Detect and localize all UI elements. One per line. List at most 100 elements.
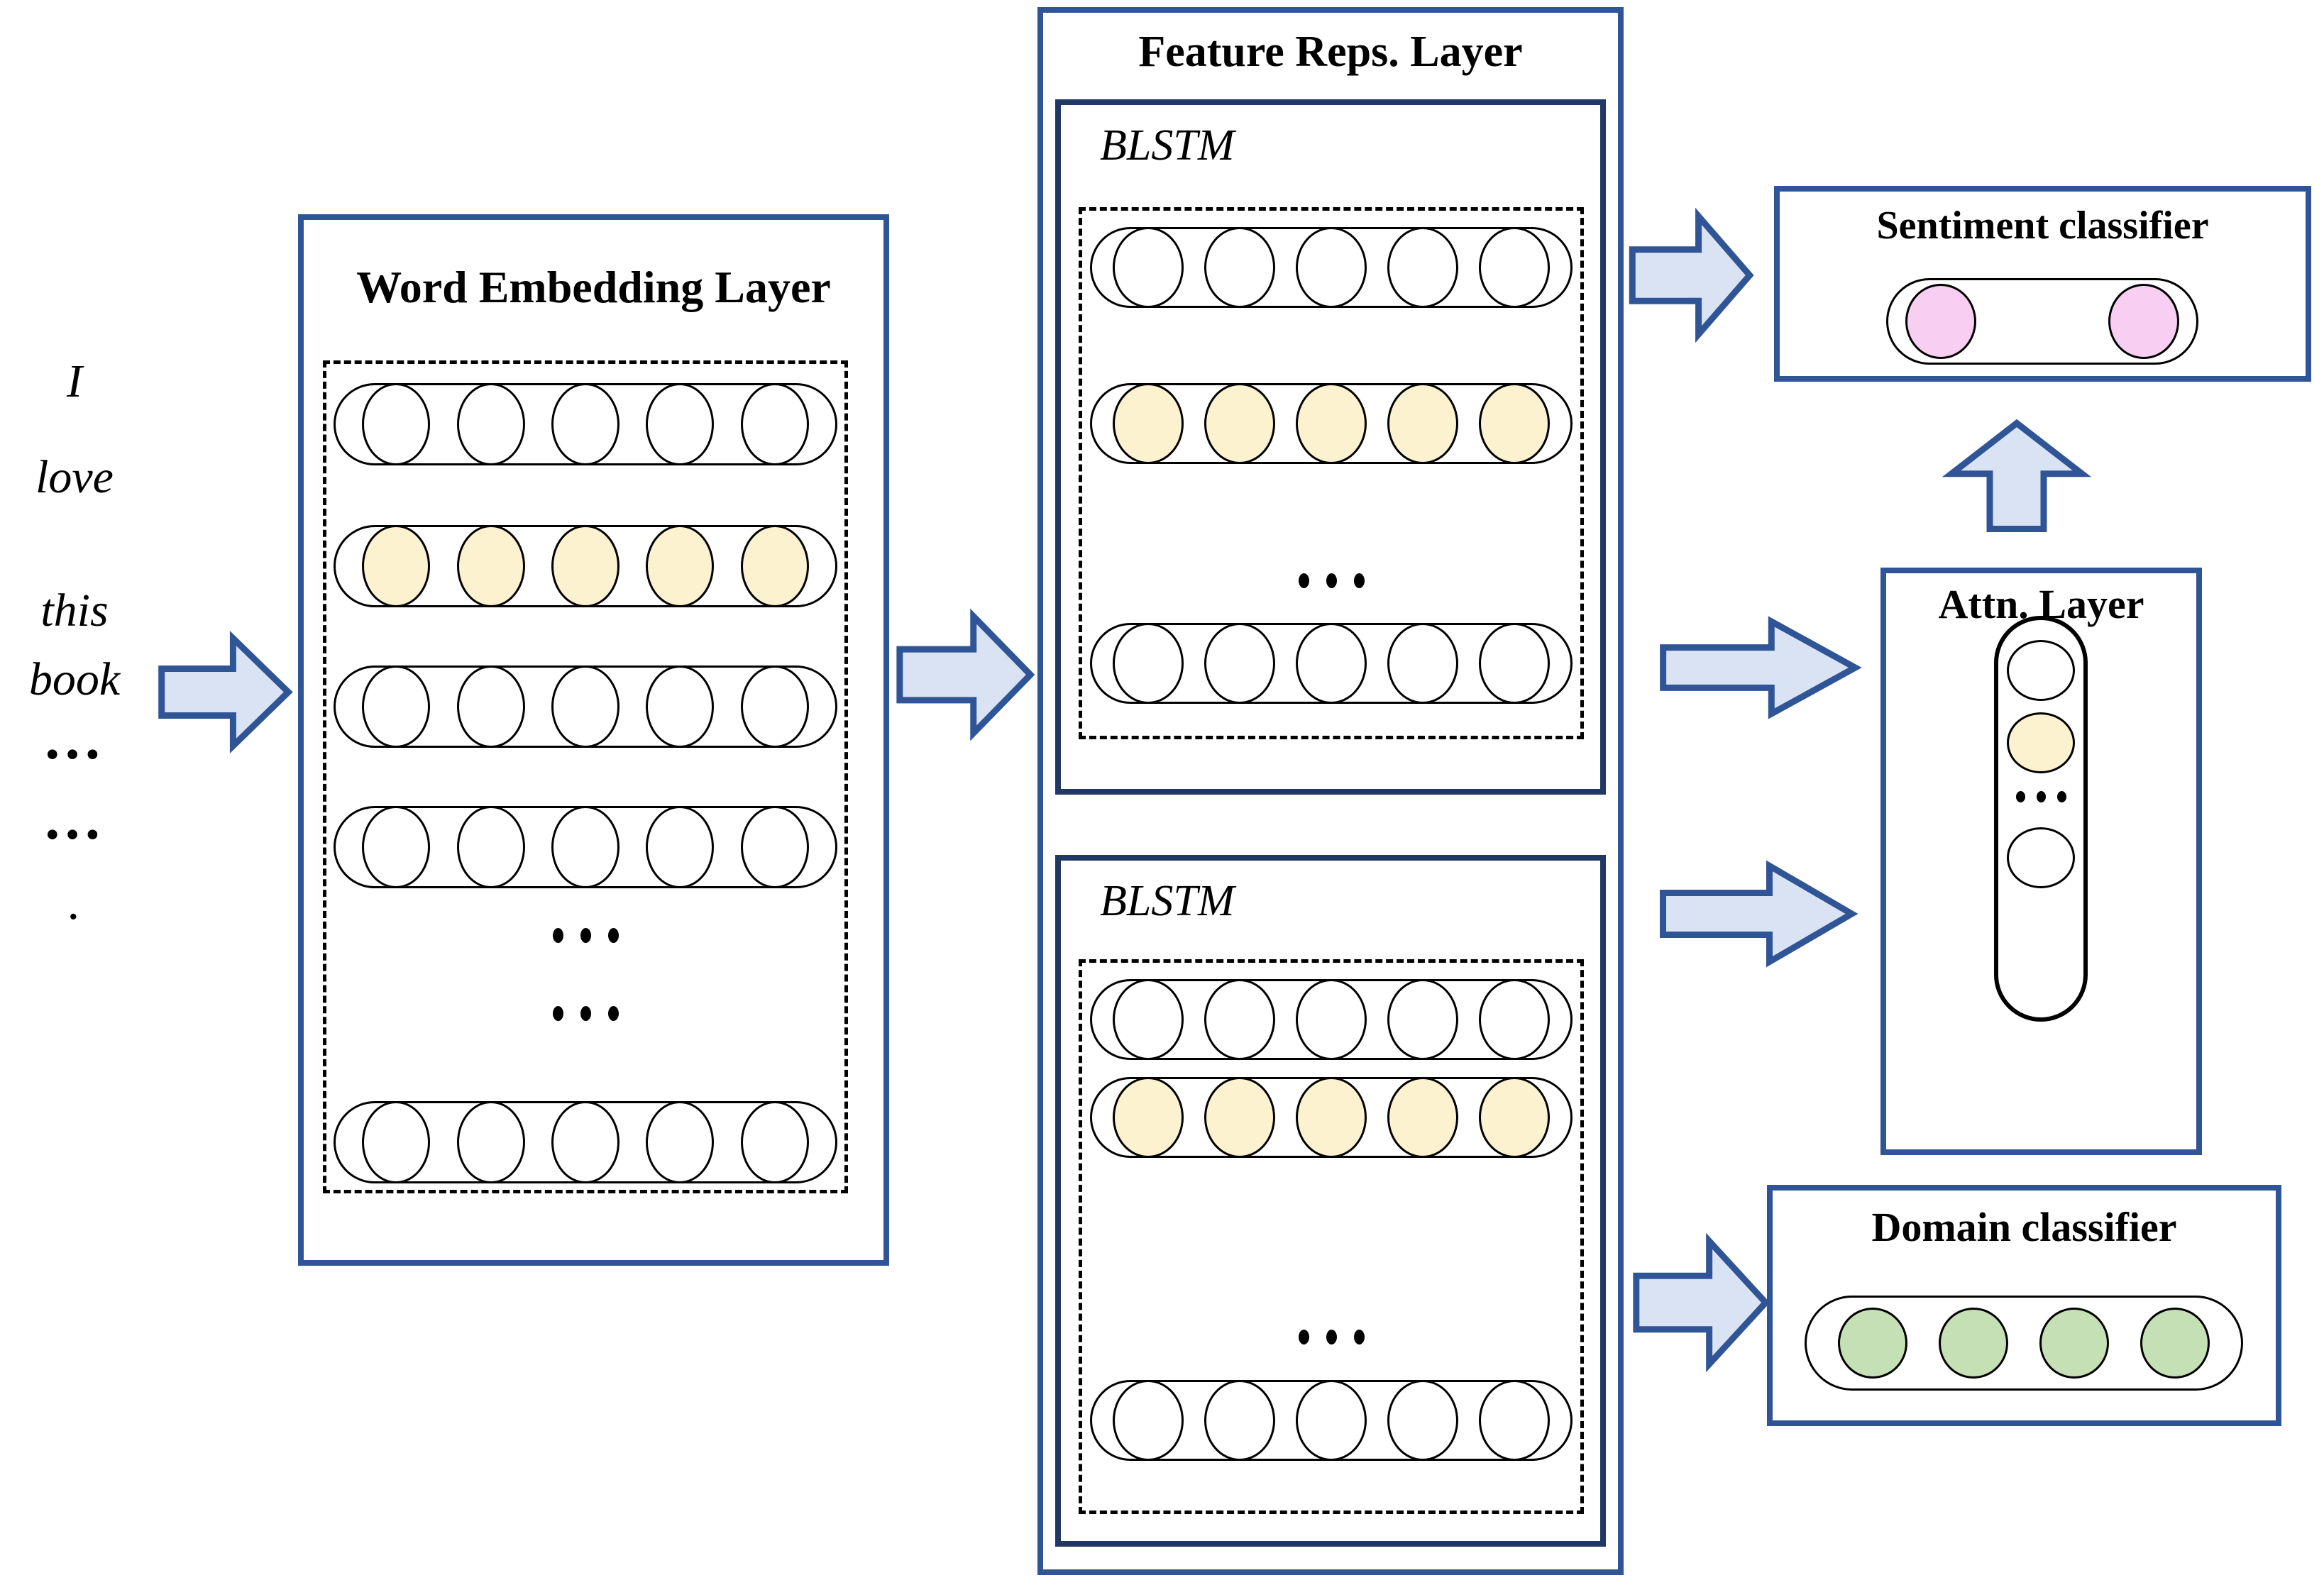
arrow-input-to-word-embedding (158, 630, 292, 754)
unit-circle (1113, 1380, 1184, 1461)
unit-circle (456, 666, 525, 748)
unit-circle (740, 383, 809, 465)
dot (1353, 573, 1365, 588)
unit-circle (1113, 979, 1184, 1060)
unit-circle (646, 1101, 715, 1183)
dot (1326, 1329, 1337, 1344)
arrow-word-embedding-to-feature-reps (896, 607, 1035, 742)
unit-circle (1387, 1380, 1458, 1461)
unit-circle (1479, 623, 1550, 704)
unit-circle (551, 525, 619, 607)
unit-circle (456, 383, 525, 465)
input-ellipsis: … (45, 786, 104, 852)
unit-circle (2108, 284, 2179, 359)
unit-circle (1113, 383, 1184, 464)
unit-circle (362, 806, 431, 888)
arrow-blstm-bottom-to-domain (1632, 1232, 1770, 1374)
blstm-bottom-dashed-box (1079, 959, 1584, 1514)
unit-circle (1479, 383, 1550, 464)
unit-circle (1296, 227, 1367, 308)
unit-circle (1113, 1077, 1184, 1158)
blstm-top-dashed-box (1079, 207, 1584, 739)
unit-circle (1479, 1380, 1550, 1461)
unit-circle (740, 1101, 809, 1183)
ellipsis-dots (334, 922, 837, 948)
unit-circle (1387, 623, 1458, 704)
word-embedding-layer-title: Word Embedding Layer (356, 262, 831, 312)
blstm-hidden-row (1090, 1380, 1573, 1461)
dot (2015, 791, 2025, 802)
unit-circle (551, 806, 619, 888)
embedding-vector-row (334, 1101, 837, 1183)
ellipsis-dots (1994, 786, 2088, 807)
unit-circle (2039, 1308, 2109, 1379)
dot (552, 927, 563, 943)
input-period: . (68, 876, 81, 930)
blstm-hidden-row-highlighted (1090, 383, 1573, 464)
unit-circle (740, 806, 809, 888)
attention-unit (2007, 827, 2075, 888)
input-word: book (28, 653, 121, 705)
arrow-blstm-bottom-to-attention (1657, 858, 1858, 969)
embedding-vector-row (334, 383, 837, 465)
unit-circle (1204, 227, 1275, 308)
feature-reps-layer-title: Feature Reps. Layer (1138, 28, 1523, 76)
attention-vector-pill (1994, 616, 2088, 1022)
blstm-hidden-row (1090, 227, 1573, 308)
unit-circle (646, 525, 715, 607)
blstm-hidden-row-highlighted (1090, 1077, 1573, 1158)
dot (1298, 573, 1309, 588)
unit-circle (362, 383, 431, 465)
unit-circle (740, 666, 809, 748)
blstm-bottom-label: BLSTM (1100, 877, 1235, 925)
dot (552, 1005, 563, 1021)
embedding-vector-row (334, 666, 837, 748)
unit-circle (456, 1101, 525, 1183)
blstm-hidden-row (1090, 623, 1573, 704)
unit-circle (1296, 979, 1367, 1060)
blstm-hidden-row (1090, 979, 1573, 1060)
input-word: I (67, 355, 82, 407)
unit-circle (551, 1101, 619, 1183)
unit-circle (1113, 623, 1184, 704)
input-text-column: I love this book … … . (0, 0, 149, 1585)
unit-circle (1204, 979, 1275, 1060)
unit-circle (646, 383, 715, 465)
unit-circle (1296, 623, 1367, 704)
unit-circle (1204, 1380, 1275, 1461)
unit-circle (551, 666, 619, 748)
ellipsis-dots (334, 1000, 837, 1026)
unit-circle (1204, 383, 1275, 464)
unit-circle (1479, 1077, 1550, 1158)
unit-circle (456, 525, 525, 607)
arrow-attention-to-sentiment (1946, 419, 2088, 534)
dot (2036, 791, 2046, 802)
unit-circle (1387, 227, 1458, 308)
unit-circle (1204, 1077, 1275, 1158)
unit-circle (1296, 383, 1367, 464)
word-embedding-dashed-box (323, 360, 848, 1193)
unit-circle (2140, 1308, 2210, 1379)
dot (2056, 791, 2066, 802)
unit-circle (362, 525, 431, 607)
unit-circle (740, 525, 809, 607)
embedding-vector-row (334, 806, 837, 888)
unit-circle (1479, 979, 1550, 1060)
arrow-blstm-top-to-attention (1657, 614, 1861, 721)
unit-circle (362, 666, 431, 748)
dot (580, 927, 591, 943)
dot (1326, 573, 1337, 588)
unit-circle (1479, 227, 1550, 308)
unit-circle (1387, 383, 1458, 464)
dot (607, 1005, 619, 1021)
unit-circle (1113, 227, 1184, 308)
attention-unit-highlighted (2007, 712, 2075, 773)
ellipsis-dots (1090, 1324, 1573, 1349)
unit-circle (551, 383, 619, 465)
unit-circle (1387, 979, 1458, 1060)
input-word: this (40, 585, 109, 636)
domain-classifier-title: Domain classifier (1871, 1204, 2177, 1250)
dot (607, 927, 619, 943)
unit-circle (646, 806, 715, 888)
